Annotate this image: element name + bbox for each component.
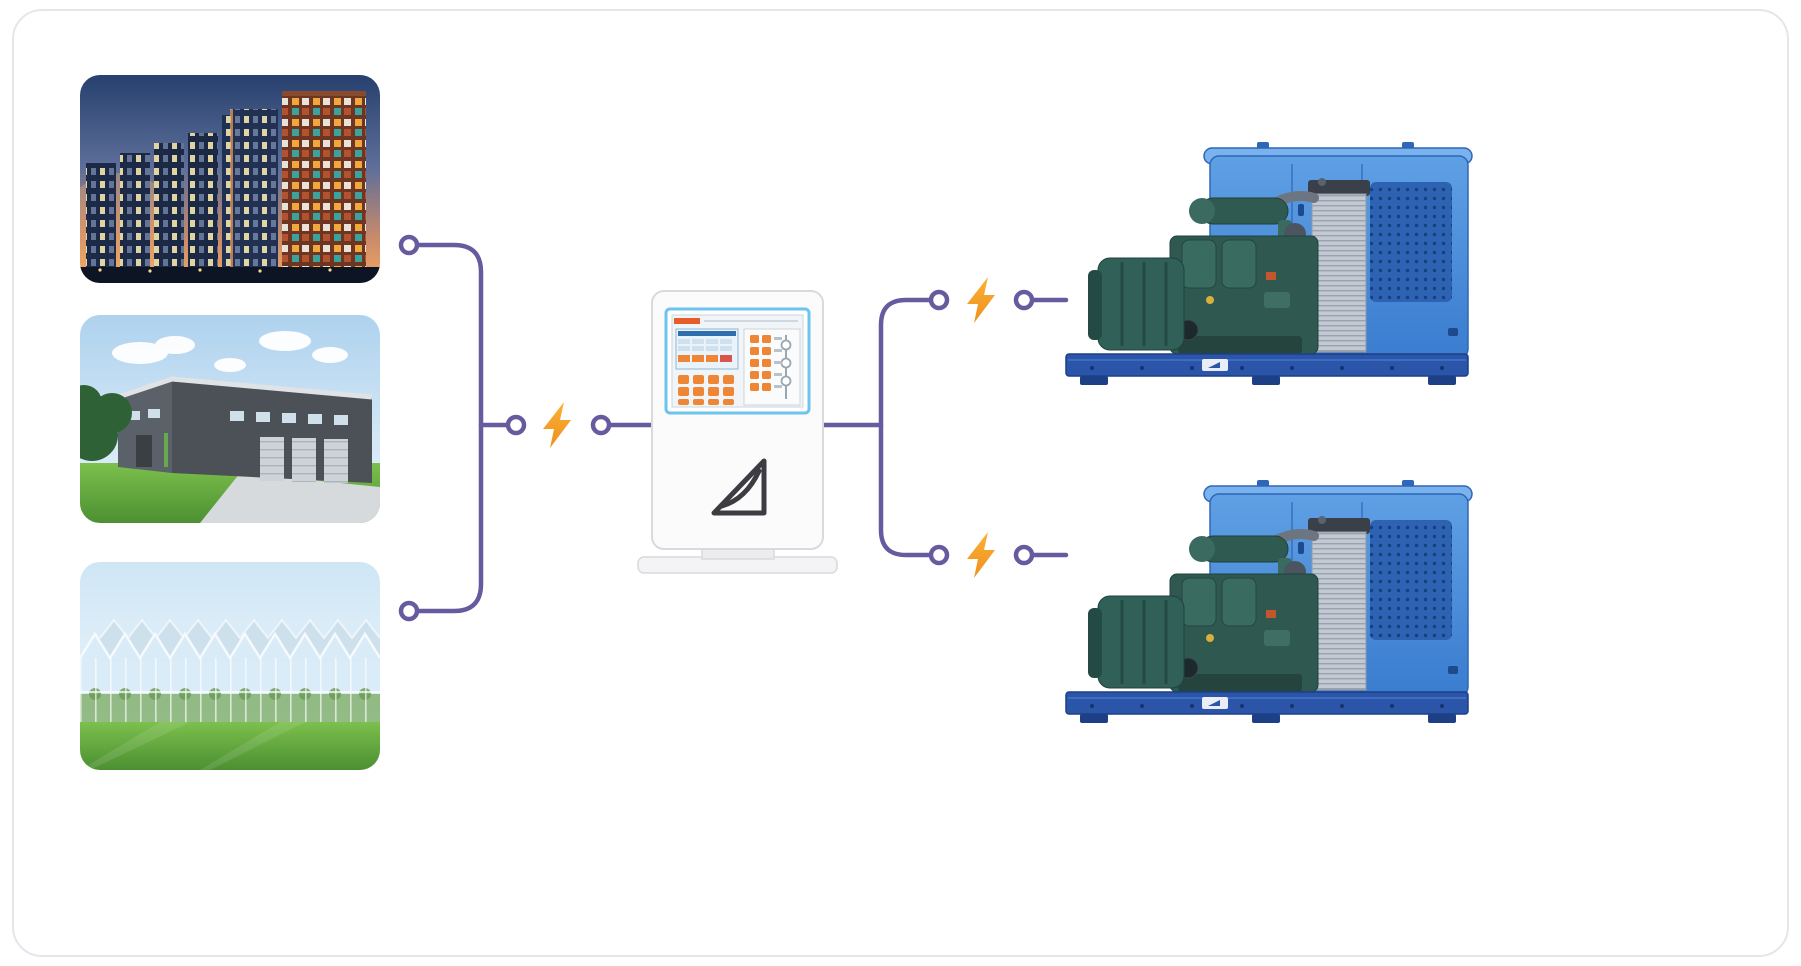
diesel-genset-top <box>1052 140 1482 400</box>
genset-controller-screen <box>664 307 811 415</box>
diesel-genset-bottom <box>1052 478 1482 738</box>
connection-node-ring <box>398 600 420 622</box>
lightning-bolt-icon <box>967 532 995 578</box>
meadow <box>80 722 380 770</box>
lightning-bolt-icon <box>543 402 571 448</box>
connection-node-ring <box>1013 544 1035 566</box>
industrial-warehouse-photo <box>80 315 380 523</box>
connection-node-ring <box>398 234 420 256</box>
ats-control-cabinet <box>630 285 845 580</box>
manufacturer-logo <box>711 458 767 516</box>
connection-node-ring <box>1013 289 1035 311</box>
residential-buildings-photo <box>80 75 380 283</box>
connection-node-ring <box>928 544 950 566</box>
front-greenhouse-row <box>80 631 380 724</box>
building-towers <box>86 109 278 273</box>
connection-node-ring <box>928 289 950 311</box>
roller-doors <box>260 437 348 483</box>
generator-bus-bracket <box>878 297 933 558</box>
consumer-bus-bracket <box>415 242 484 614</box>
street-ground <box>80 267 380 283</box>
trees <box>80 385 132 461</box>
connection-node-ring <box>505 414 527 436</box>
connection-node-ring <box>590 414 612 436</box>
warehouse-building <box>117 376 373 483</box>
lightning-bolt-icon <box>967 277 995 323</box>
controller-display <box>675 328 739 370</box>
orange-tower <box>282 91 366 275</box>
greenhouse-photo <box>80 562 380 770</box>
connector-lines <box>415 242 1069 614</box>
controller-keypad <box>678 375 734 405</box>
concrete-apron <box>200 473 380 523</box>
clouds <box>112 331 348 372</box>
controller-mimic-panel <box>743 328 801 406</box>
connection-nodes <box>398 234 1035 622</box>
